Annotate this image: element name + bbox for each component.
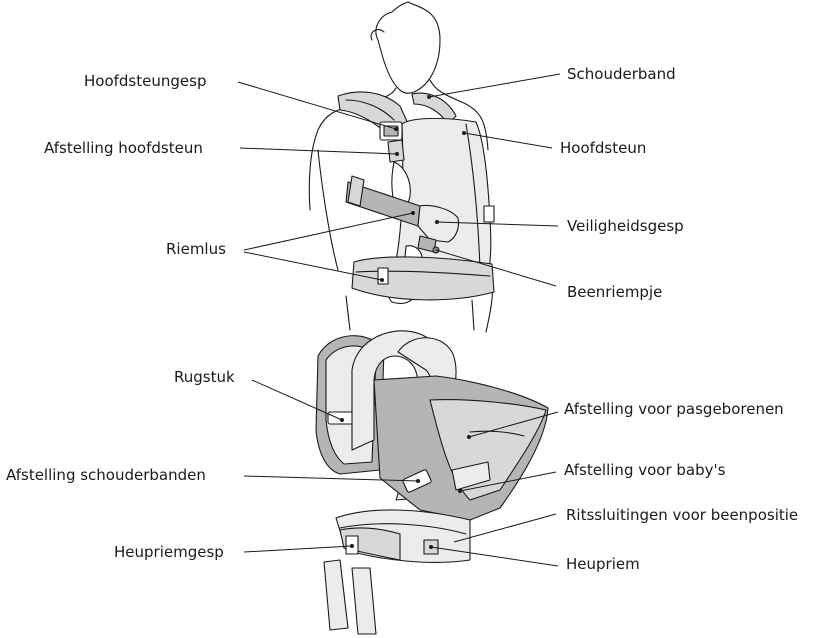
safety-buckle <box>484 206 494 222</box>
label-beenriempje: Beenriempje <box>567 283 662 301</box>
label-afstelling-hoofdsteun: Afstelling hoofdsteun <box>44 139 203 157</box>
worn-carrier-illustration <box>309 2 494 332</box>
label-afstelling-babys: Afstelling voor baby's <box>564 461 725 479</box>
label-veiligheidsgesp: Veiligheidsgesp <box>567 217 684 235</box>
parent-waist-line <box>472 300 474 330</box>
label-afstelling-schouderbanden: Afstelling schouderbanden <box>6 466 206 484</box>
parent-left-hip <box>346 296 350 330</box>
label-riemlus: Riemlus <box>166 240 226 258</box>
parent-head <box>376 2 440 93</box>
leader-riemlus-top <box>244 213 413 250</box>
label-schouderband: Schouderband <box>567 65 676 83</box>
head-support-adjust-strap <box>388 140 404 162</box>
parent-left-body <box>318 150 338 270</box>
hanging-strap-left <box>324 560 348 630</box>
label-hoofdsteungesp: Hoofdsteungesp <box>84 72 206 90</box>
label-afstelling-pasgeborenen: Afstelling voor pasgeborenen <box>564 400 784 418</box>
label-ritssluitingen: Ritssluitingen voor beenpositie <box>566 506 798 524</box>
label-hoofdsteun: Hoofdsteun <box>560 139 646 157</box>
leader-schouderband <box>429 74 560 97</box>
hanging-strap-right <box>352 568 376 634</box>
label-heupriemgesp: Heupriemgesp <box>114 543 224 561</box>
label-heupriem: Heupriem <box>566 555 640 573</box>
leader-heupriemgesp <box>244 546 352 552</box>
carrier-standalone-illustration <box>316 331 548 634</box>
label-rugstuk: Rugstuk <box>174 368 235 386</box>
